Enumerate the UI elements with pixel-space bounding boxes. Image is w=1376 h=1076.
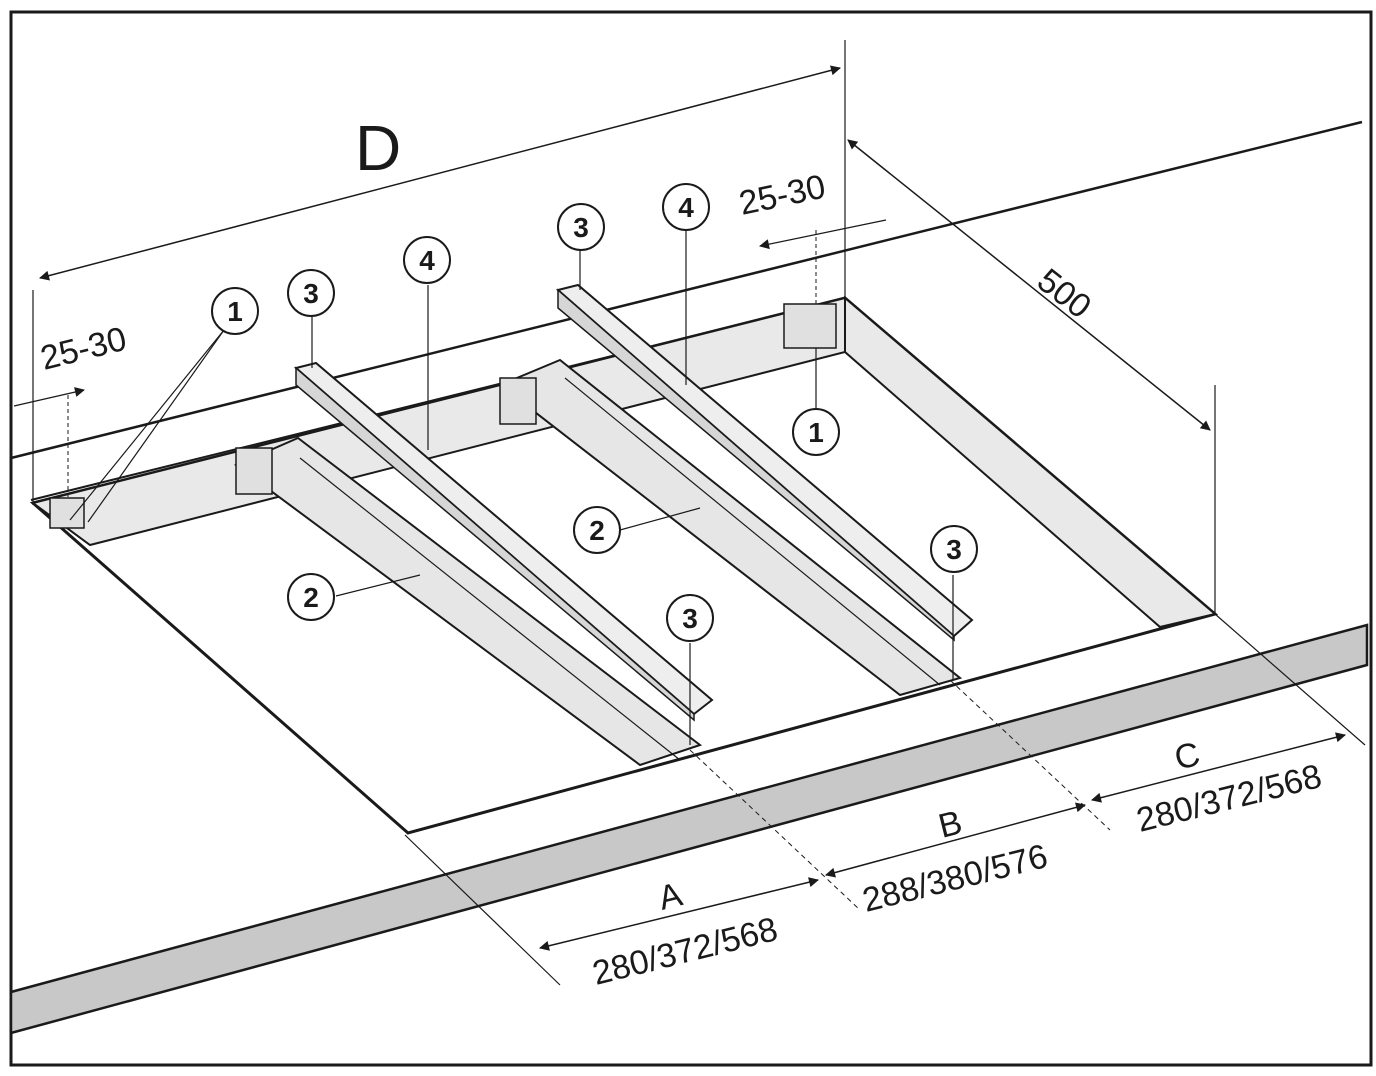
- callout-1-rear-left-number: 1: [227, 296, 243, 327]
- b-letter: B: [935, 803, 966, 845]
- a-dimension-line: [539, 877, 819, 951]
- callout-3-left-front-number: 3: [682, 603, 698, 634]
- a-extension-left: [404, 834, 561, 986]
- callout-4-left-number: 4: [419, 245, 435, 276]
- callout-3-right-rear: 3: [557, 203, 605, 251]
- callout-1-rear-right: 1: [792, 408, 840, 456]
- callout-3-right-front: 3: [930, 525, 978, 573]
- a-extension-right: [689, 749, 861, 911]
- depth-label: 500: [1030, 261, 1098, 326]
- edge-left-label: 25-30: [37, 320, 131, 378]
- b-dimension-line: [825, 802, 1086, 878]
- bracket-rear-right: [783, 303, 837, 349]
- d-dimension-line: [39, 65, 841, 281]
- callout-2-right-number: 2: [589, 515, 605, 546]
- bracket-right-rail: [499, 377, 537, 425]
- callout-2-left-number: 2: [303, 582, 319, 613]
- edge-left-dimension: [13, 387, 85, 407]
- callout-leaders: [69, 230, 954, 745]
- callout-3-left-front: 3: [666, 594, 714, 642]
- callout-4-left: 4: [403, 236, 451, 284]
- b-value: 288/380/576: [859, 837, 1052, 920]
- callout-4-right: 4: [662, 183, 710, 231]
- bracket-rear-left: [49, 497, 85, 529]
- rail-lower-right-edge: [564, 377, 941, 686]
- edge-right-dimension: [759, 219, 887, 250]
- c-dimension-line: [1091, 732, 1346, 803]
- countertop-front-edge: [9, 623, 1369, 1035]
- rail-lower-left-edge: [299, 457, 681, 761]
- a-letter: A: [655, 875, 687, 917]
- d-label: D: [355, 112, 401, 184]
- callout-3-left-rear-number: 3: [303, 278, 319, 309]
- callout-1-rear-left: 1: [211, 287, 259, 335]
- c-extension-right: [1214, 613, 1366, 746]
- c-letter: C: [1171, 735, 1204, 778]
- callout-3-right-front-number: 3: [946, 534, 962, 565]
- rail-upper-right-side: [557, 288, 955, 642]
- a-value: 280/372/568: [589, 910, 782, 993]
- rail-lower-right: [498, 358, 963, 697]
- callout-4-right-number: 4: [678, 192, 694, 223]
- diagram-frame: [9, 10, 1373, 1067]
- callout-3-right-rear-number: 3: [573, 212, 589, 243]
- c-value: 280/372/568: [1133, 757, 1326, 840]
- depth-dimension-line: [847, 139, 1211, 431]
- callout-2-right: 2: [573, 506, 621, 554]
- callout-1-rear-right-number: 1: [808, 417, 824, 448]
- callout-3-left-rear: 3: [287, 269, 335, 317]
- bracket-left-rail: [235, 447, 273, 495]
- callout-2-left: 2: [287, 573, 335, 621]
- edge-right-label: 25-30: [736, 168, 829, 223]
- rail-upper-left-side: [295, 366, 695, 722]
